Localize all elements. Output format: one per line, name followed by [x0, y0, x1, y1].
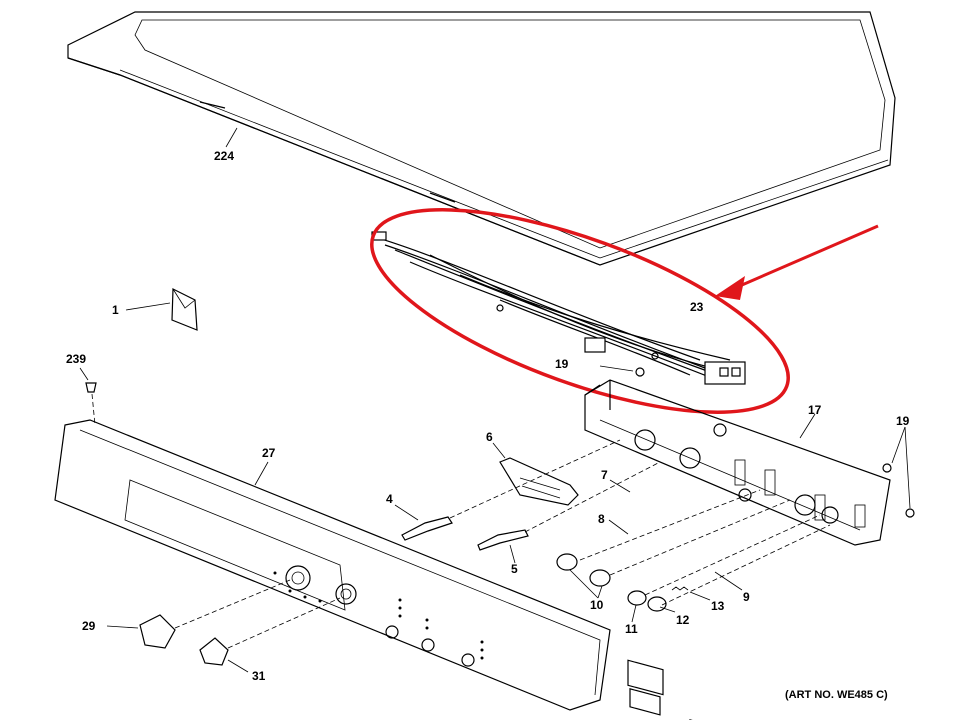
dashed-guides — [579, 489, 831, 606]
board-led-array — [734, 459, 866, 528]
label-4: 4 — [386, 492, 393, 506]
control-board — [584, 379, 891, 546]
label-8: 8 — [598, 512, 605, 526]
screw-239 — [79, 367, 97, 426]
art-number: (ART NO. WE485 C) — [785, 689, 888, 701]
console-indicator-dots — [273, 571, 484, 660]
screw-19-left — [599, 365, 645, 377]
label-12: 12 — [676, 613, 690, 627]
shaft-5 — [477, 461, 661, 564]
screws-19-right — [882, 426, 915, 518]
label-31: 31 — [252, 669, 266, 683]
label-17: 17 — [808, 403, 822, 417]
lens-6 — [492, 442, 579, 506]
top-panel — [67, 11, 896, 266]
label-9: 9 — [743, 590, 750, 604]
label-239: 239 — [66, 352, 86, 366]
knob-31 — [199, 597, 341, 673]
button-11 — [627, 590, 647, 623]
label-13: 13 — [711, 599, 725, 613]
label-card — [125, 288, 198, 331]
buttons-10 — [556, 553, 611, 599]
light-pipe-9 — [689, 571, 743, 720]
label-1: 1 — [112, 303, 119, 317]
label-11: 11 — [625, 622, 638, 636]
label-5: 5 — [511, 562, 518, 576]
knob-29 — [106, 579, 291, 649]
light-pipe-7 — [609, 479, 664, 696]
label-19-right: 19 — [896, 414, 910, 428]
label-19-left: 19 — [555, 357, 569, 371]
label-27: 27 — [262, 446, 276, 460]
label-10: 10 — [590, 598, 604, 612]
label-224: 224 — [214, 149, 234, 163]
label-23: 23 — [690, 300, 704, 314]
label-7: 7 — [601, 468, 608, 482]
spring-13 — [671, 586, 711, 601]
shaft-4 — [394, 439, 621, 541]
label-29: 29 — [82, 619, 96, 633]
light-pipe-8 — [608, 519, 661, 716]
highlight-annotation — [370, 208, 879, 414]
front-console — [54, 419, 611, 711]
button-12 — [647, 596, 676, 613]
label-6: 6 — [486, 430, 493, 444]
wire-harness — [371, 231, 746, 385]
